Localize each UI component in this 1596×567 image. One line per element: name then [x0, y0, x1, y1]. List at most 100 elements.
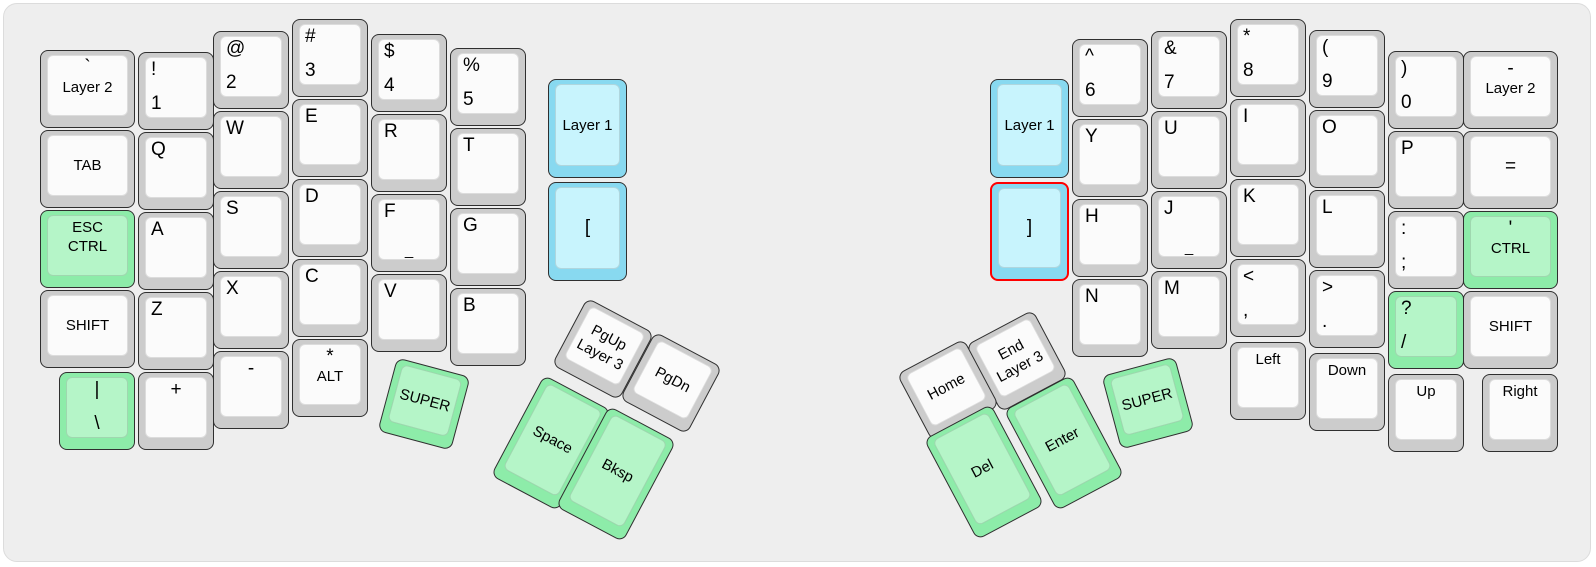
key-label: O [1322, 117, 1337, 138]
key-legend: J [1159, 197, 1219, 256]
key-legend: A [146, 218, 206, 277]
key-arrow-right[interactable]: Right [1482, 374, 1558, 452]
key-hash-3[interactable]: #3 [292, 19, 368, 97]
key-arrow-up[interactable]: Up [1388, 374, 1464, 452]
key-left-shift[interactable]: SHIFT [40, 290, 135, 368]
key-plus[interactable]: + [138, 372, 214, 450]
key-legend: G [458, 214, 518, 273]
key-label: SUPER [397, 385, 453, 416]
key-o[interactable]: O [1309, 110, 1385, 188]
key-legend: ] [999, 189, 1060, 267]
keycap-top: 'CTRL [1470, 216, 1551, 277]
key-p[interactable]: P [1388, 131, 1464, 209]
key-m[interactable]: M [1151, 271, 1227, 349]
key-label: ` [84, 57, 91, 78]
key-e[interactable]: E [292, 99, 368, 177]
key-label: = [1504, 155, 1517, 177]
keycap-top: TAB [47, 135, 128, 196]
keycap-top: PgDn [631, 339, 714, 421]
key-f[interactable]: _F [371, 194, 447, 272]
key-left-layer1[interactable]: Layer 1 [548, 79, 627, 178]
key-legend: -Layer 2 [1471, 57, 1550, 116]
key-w[interactable]: W [213, 111, 289, 189]
keycap-top: SHIFT [1470, 296, 1551, 357]
key-lbracket[interactable]: [ [548, 182, 627, 281]
key-d[interactable]: D [292, 179, 368, 257]
keycap-top: H [1079, 204, 1141, 265]
key-lparen-9[interactable]: (9 [1309, 30, 1385, 108]
key-label: S [226, 198, 239, 219]
key-dollar-4[interactable]: $4 [371, 34, 447, 112]
key-label: SHIFT [65, 317, 110, 334]
keycap-top: Left [1237, 347, 1299, 408]
key-rparen-0[interactable]: )0 [1388, 51, 1464, 129]
key-pipe-backslash[interactable]: |\ [59, 372, 135, 450]
keycap-top: O [1316, 115, 1378, 176]
key-legend: SUPER [389, 365, 462, 436]
key-asterisk-8[interactable]: *8 [1230, 19, 1306, 97]
key-arrow-left[interactable]: Left [1230, 342, 1306, 420]
key-lt-comma[interactable]: <, [1230, 259, 1306, 337]
key-colon-semicolon[interactable]: :; [1388, 211, 1464, 289]
key-h[interactable]: H [1072, 199, 1148, 277]
keycap-top: S [220, 196, 282, 257]
key-left-grave-layer2[interactable]: `Layer 2 [40, 50, 135, 128]
key-a[interactable]: A [138, 212, 214, 290]
key-v[interactable]: V [371, 274, 447, 352]
key-label: Enter [1042, 423, 1083, 456]
key-b[interactable]: B [450, 288, 526, 366]
key-l[interactable]: L [1309, 190, 1385, 268]
key-amp-7[interactable]: &7 [1151, 31, 1227, 109]
key-j[interactable]: _J [1151, 191, 1227, 269]
key-t[interactable]: T [450, 128, 526, 206]
key-label: Layer 1 [562, 116, 613, 134]
key-rbracket[interactable]: ] [990, 182, 1069, 281]
key-c[interactable]: C [292, 259, 368, 337]
key-y[interactable]: Y [1072, 119, 1148, 197]
key-q[interactable]: Q [138, 132, 214, 210]
key-label: & [1164, 38, 1177, 59]
key-label: 4 [384, 75, 395, 96]
key-tab[interactable]: TAB [40, 130, 135, 208]
key-label: F [384, 201, 396, 222]
key-percent-5[interactable]: %5 [450, 48, 526, 126]
key-caret-6[interactable]: ^6 [1072, 39, 1148, 117]
key-k[interactable]: K [1230, 179, 1306, 257]
key-minus[interactable]: - [213, 351, 289, 429]
key-label: CTRL [67, 238, 108, 255]
key-r[interactable]: R [371, 114, 447, 192]
key-u[interactable]: U [1151, 111, 1227, 189]
key-asterisk-alt[interactable]: *ALT [292, 339, 368, 417]
key-legend: X [221, 277, 281, 336]
keycap-top: M [1158, 276, 1220, 337]
key-legend: E [300, 105, 360, 164]
key-label: 6 [1085, 80, 1096, 101]
key-left-super[interactable]: SUPER [377, 357, 471, 451]
key-at-2[interactable]: @2 [213, 31, 289, 109]
key-label: V [384, 281, 397, 302]
key-arrow-down[interactable]: Down [1309, 353, 1385, 431]
key-gt-period[interactable]: >. [1309, 270, 1385, 348]
key-n[interactable]: N [1072, 279, 1148, 357]
keycap-top: (9 [1316, 35, 1378, 96]
key-quote-ctrl[interactable]: 'CTRL [1463, 211, 1558, 289]
key-x[interactable]: X [213, 271, 289, 349]
key-exclam-1[interactable]: !1 [138, 52, 214, 130]
key-right-shift[interactable]: SHIFT [1463, 291, 1558, 369]
key-right-super[interactable]: SUPER [1101, 356, 1195, 450]
key-legend: = [1471, 137, 1550, 196]
key-question-slash[interactable]: ?/ [1388, 291, 1464, 369]
key-right-layer1[interactable]: Layer 1 [990, 79, 1069, 178]
key-z[interactable]: Z [138, 292, 214, 370]
key-label: * [1243, 26, 1251, 47]
key-label: ^ [1085, 46, 1094, 67]
key-right-minus-layer2[interactable]: -Layer 2 [1463, 51, 1558, 129]
key-equals[interactable]: = [1463, 131, 1558, 209]
key-s[interactable]: S [213, 191, 289, 269]
key-i[interactable]: I [1230, 99, 1306, 177]
keycap-top: E [299, 104, 361, 165]
keycap-top: Y [1079, 124, 1141, 185]
key-g[interactable]: G [450, 208, 526, 286]
